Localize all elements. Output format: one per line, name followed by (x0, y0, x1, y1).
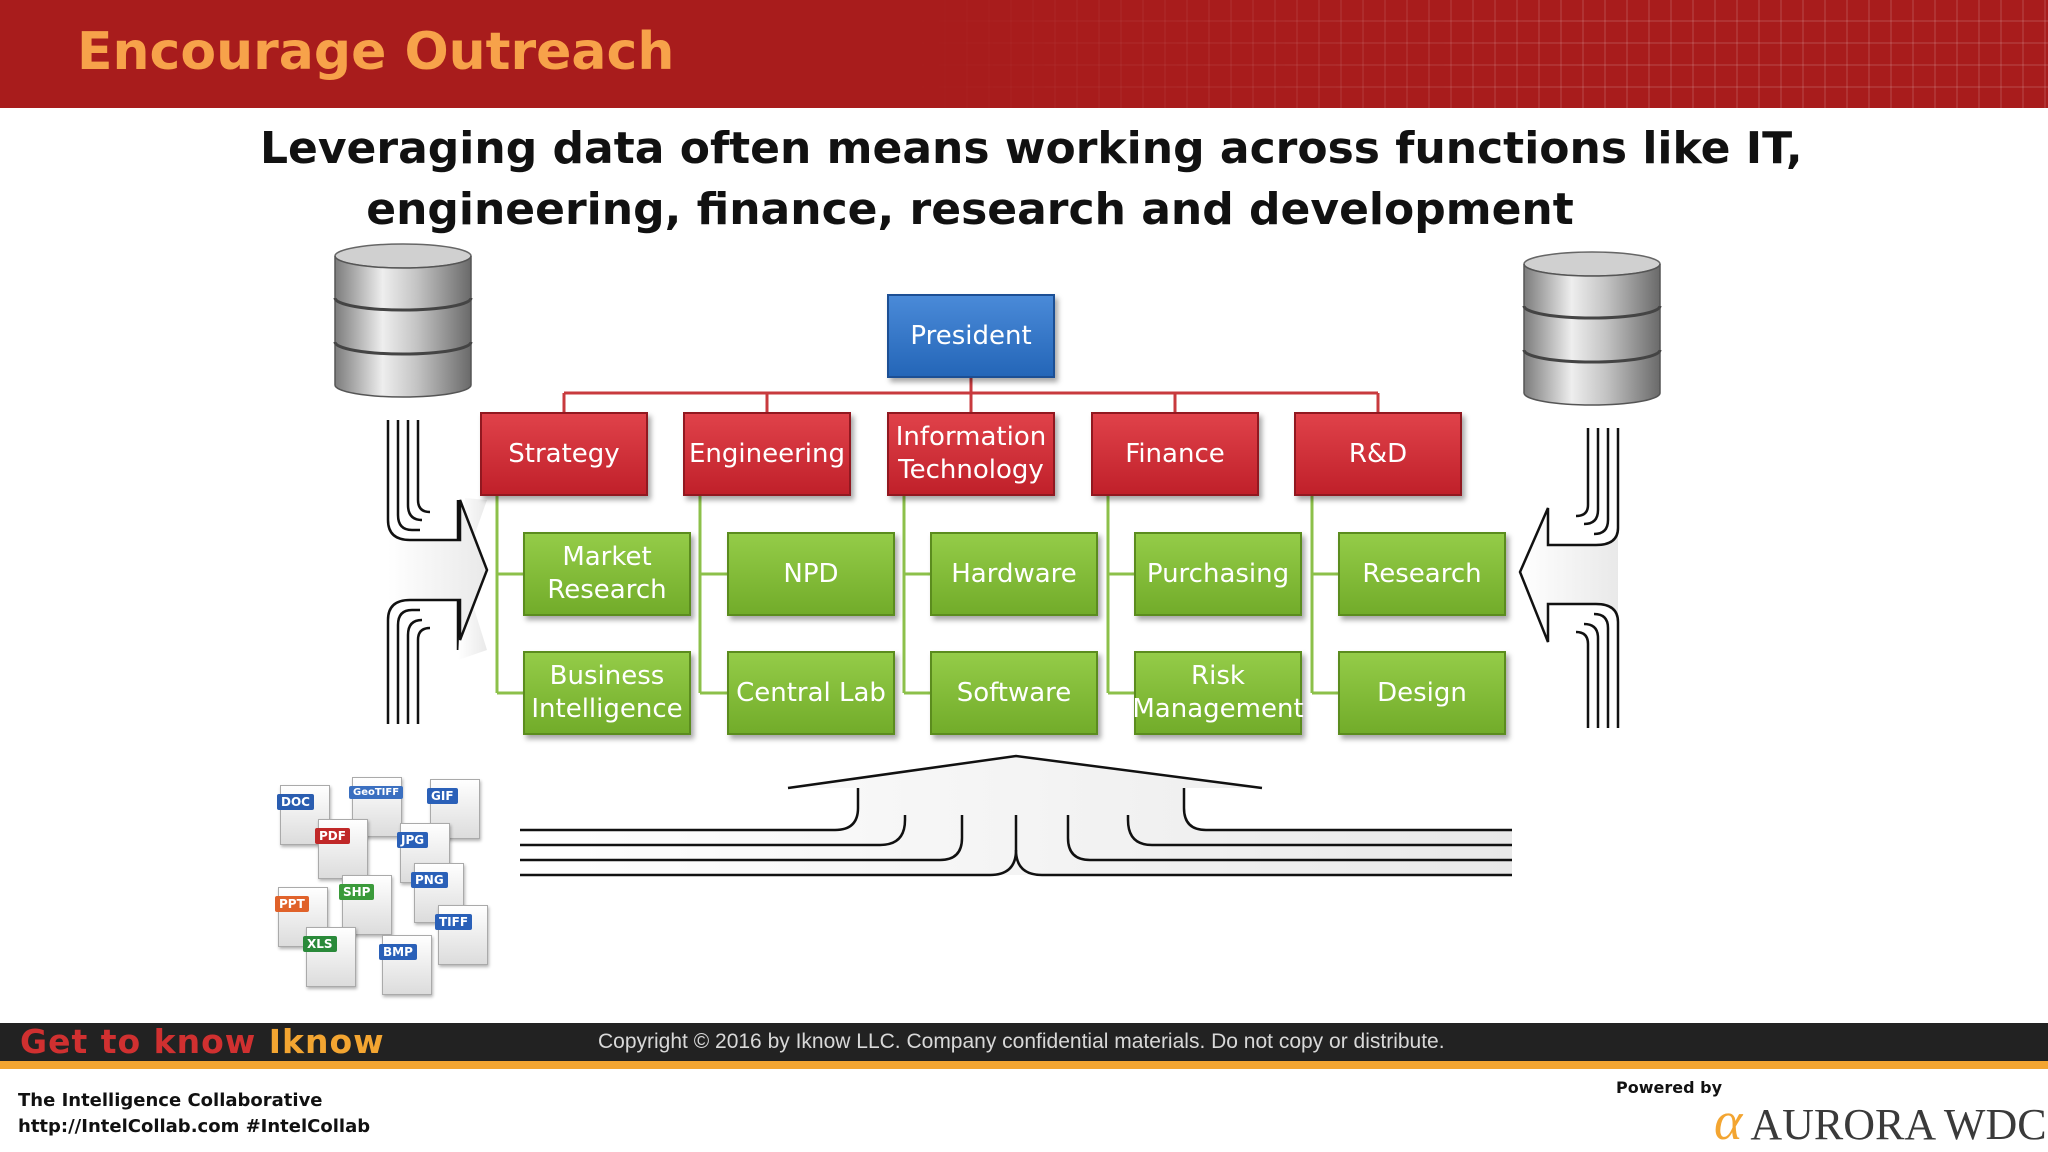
header-pattern (900, 0, 2048, 108)
org-box-business-intelligence: Business Intelligence (523, 651, 691, 735)
org-box-purchasing: Purchasing (1134, 532, 1302, 616)
database-left-icon (333, 243, 473, 398)
database-right-icon (1522, 251, 1662, 406)
org-box-design: Design (1338, 651, 1506, 735)
org-connectors-red (562, 376, 1380, 412)
subtitle-line-2: engineering, finance, research and devel… (366, 184, 1574, 235)
org-name: The Intelligence Collaborative (18, 1090, 323, 1111)
slide-title: Encourage Outreach (77, 22, 675, 82)
merge-arrow-right (1518, 428, 1620, 728)
org-box-president: President (887, 294, 1055, 378)
org-box-risk-management: Risk Management (1132, 651, 1304, 735)
org-box-engineering: Engineering (683, 412, 851, 496)
powered-by-label: Powered by (1616, 1078, 1722, 1097)
org-box-research: Research (1338, 532, 1506, 616)
org-box-finance: Finance (1091, 412, 1259, 496)
org-box-npd: NPD (727, 532, 895, 616)
slide-subtitle: Leveraging data often means working acro… (260, 118, 1803, 240)
org-box-market-research: Market Research (523, 532, 691, 616)
copyright-notice: Copyright © 2016 by Iknow LLC. Company c… (598, 1030, 1445, 1053)
org-box-software: Software (930, 651, 1098, 735)
file-type-icons: DOC GeoTIFF GIF PDF JPG PNG PPT SHP TIFF… (270, 775, 510, 1005)
bmp-file-icon: BMP (379, 935, 432, 995)
footer-brand: Get to know Iknow (20, 1022, 385, 1061)
footer-org-info: The Intelligence Collaborative http://In… (18, 1088, 370, 1140)
footer-bar (0, 1023, 2048, 1069)
org-box-hardware: Hardware (930, 532, 1098, 616)
subtitle-line-1: Leveraging data often means working acro… (260, 123, 1803, 174)
tiff-file-icon: TIFF (435, 905, 488, 965)
org-box-rnd: R&D (1294, 412, 1462, 496)
merge-arrow-bottom (520, 754, 1512, 877)
doc-file-icon: DOC (277, 785, 330, 845)
org-box-central-lab: Central Lab (727, 651, 895, 735)
xls-file-icon: XLS (303, 927, 356, 987)
pdf-file-icon: PDF (315, 819, 368, 879)
org-box-strategy: Strategy (480, 412, 648, 496)
org-url: http://IntelCollab.com #IntelCollab (18, 1116, 371, 1137)
header-bar: Encourage Outreach (0, 0, 2048, 108)
shp-file-icon: SHP (339, 875, 392, 935)
merge-arrow-left (386, 420, 489, 724)
alpha-logo-icon: α (1714, 1091, 1743, 1151)
org-box-information-technology: Information Technology (887, 412, 1055, 496)
